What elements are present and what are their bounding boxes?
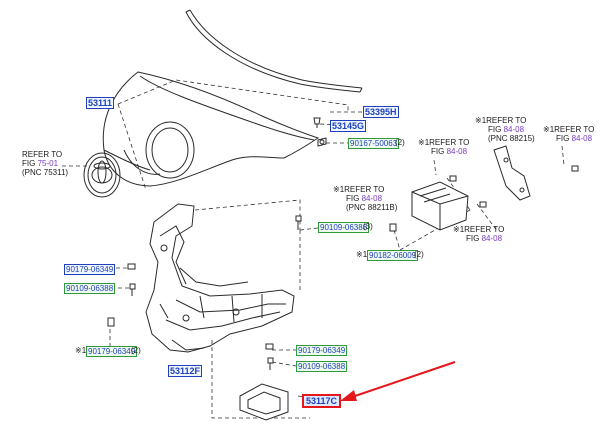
part-90179-06349-c[interactable]: 90179-06349 [296, 345, 348, 356]
part-53145g[interactable]: 53145G [330, 120, 367, 132]
part-90109-06388-c[interactable]: 90109-06388 [296, 361, 348, 372]
part-90179-06349-a[interactable]: 90179-06349 [64, 264, 116, 275]
radiator-support [145, 203, 295, 353]
sensor-module [411, 181, 469, 231]
hood-seal-strip [185, 9, 363, 93]
note-refer-84-08-a: ※1REFER TO FIG 84-08 [418, 138, 470, 156]
part-90179-06349-b[interactable]: 90179-06349 [86, 346, 138, 357]
note-refer-84-08-e: ※1REFER TO FIG 84-08 [453, 225, 505, 243]
link-fig-75-01[interactable]: 75-01 [37, 159, 59, 168]
bracket-88215 [493, 145, 531, 201]
qty-90182: (2) [414, 250, 424, 259]
part-53112f[interactable]: 53112F [168, 365, 203, 377]
part-90182-06009[interactable]: 90182-06009 [367, 250, 419, 261]
emblem [83, 152, 121, 198]
part-53395h[interactable]: 53395H [363, 106, 399, 118]
note-refer-75-01: REFER TO FIG 75-01 (PNC 75311) [22, 150, 69, 177]
bolt-90167 [317, 137, 327, 147]
part-90109-06388-a[interactable]: 90109-06388 [318, 222, 370, 233]
note-refer-84-08-b: ※1REFER TO FIG 84-08 (PNC 88215) [475, 116, 535, 143]
part-90167-50063[interactable]: 90167-50063 [348, 138, 400, 149]
callout-arrow [340, 361, 456, 401]
part-53117c[interactable]: 53117C [302, 394, 342, 408]
hood-panel [102, 71, 320, 187]
fasteners [107, 165, 579, 370]
note-refer-84-08-d: ※1REFER TO FIG 84-08 (PNC 88211B) [333, 185, 398, 212]
link-fig-84-08-c[interactable]: 84-08 [571, 134, 593, 143]
note-refer-84-08-c: ※1REFER TO FIG 84-08 [543, 125, 595, 143]
qty-90109-a: (3) [363, 222, 373, 231]
qty-90167: (2) [395, 138, 405, 147]
mark-90179-b: ※1 [75, 346, 87, 355]
link-fig-84-08-d[interactable]: 84-08 [361, 194, 383, 203]
air-duct [239, 383, 289, 421]
clip-53145g [313, 117, 321, 128]
qty-90179-b: (2) [131, 346, 141, 355]
part-53111[interactable]: 53111 [86, 97, 115, 109]
link-fig-84-08-a[interactable]: 84-08 [446, 147, 468, 156]
part-90109-06388-b[interactable]: 90109-06388 [64, 283, 116, 294]
mark-90182: ※1 [356, 250, 368, 259]
link-fig-84-08-b[interactable]: 84-08 [503, 125, 525, 134]
link-fig-84-08-e[interactable]: 84-08 [481, 234, 503, 243]
